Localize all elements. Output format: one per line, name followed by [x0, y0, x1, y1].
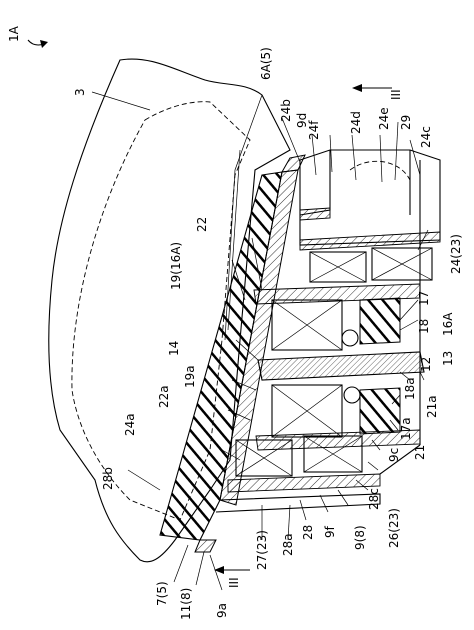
label-24-23: 24(23)	[449, 234, 463, 274]
label-9a: 9a	[215, 603, 229, 618]
label-28a: 28a	[281, 533, 295, 556]
label-24a: 24a	[123, 413, 137, 436]
label-24b: 24b	[279, 99, 293, 122]
label-28: 28	[301, 525, 315, 540]
label-14: 14	[167, 341, 181, 356]
label-26-23: 26(23)	[387, 508, 401, 548]
label-7-5: 7(5)	[155, 581, 169, 606]
label-13: 13	[441, 351, 455, 366]
label-section-bottom: III	[227, 577, 241, 588]
fig-ref-arrow	[27, 39, 48, 48]
coil-24-right	[371, 247, 433, 281]
coil-17	[271, 299, 343, 351]
label-12: 12	[419, 357, 433, 372]
label-9c: 9c	[387, 448, 401, 462]
label-21a: 21a	[425, 395, 439, 418]
shaft-12	[257, 351, 425, 381]
label-19a: 19a	[183, 365, 197, 388]
label-29: 29	[399, 115, 413, 130]
coil-24-left	[309, 251, 367, 283]
label-11-8: 11(8)	[179, 588, 193, 620]
coil-26	[303, 435, 363, 473]
leader-lines	[91, 91, 429, 591]
label-17: 17	[417, 291, 431, 306]
label-22a: 22a	[157, 385, 171, 408]
cover-plate-3	[48, 58, 291, 563]
label-22: 22	[195, 217, 209, 232]
label-18: 18	[417, 319, 431, 334]
label-28c: 28c	[367, 488, 381, 510]
label-24f: 24f	[307, 120, 321, 140]
label-24c: 24c	[419, 126, 433, 148]
label-9-8: 9(8)	[353, 525, 367, 550]
reference-labels: 1A 6A(5) III III 3 24b 24f 9d 24d 24e 29…	[7, 25, 463, 620]
label-9f: 9f	[323, 525, 337, 538]
magnet-16A	[253, 283, 421, 451]
label-24e: 24e	[377, 107, 391, 130]
label-3: 3	[73, 88, 87, 96]
label-section-top: III	[389, 89, 403, 100]
label-17a: 17a	[399, 417, 413, 440]
label-19-16A: 19(16A)	[169, 242, 183, 290]
label-28b: 28b	[101, 467, 115, 490]
label-fig-ref: 1A	[7, 25, 21, 42]
label-27-23: 27(23)	[255, 530, 269, 570]
label-16A: 16A	[441, 312, 455, 336]
housing-24	[299, 149, 441, 283]
frame-8	[194, 154, 306, 553]
label-top-ref: 6A(5)	[259, 47, 273, 80]
section-arrow-top	[352, 84, 392, 92]
label-9d: 9d	[295, 113, 309, 128]
label-21: 21	[413, 445, 427, 460]
section-arrow-bottom	[214, 566, 250, 574]
label-18a: 18a	[403, 377, 417, 400]
label-24d: 24d	[349, 111, 363, 134]
